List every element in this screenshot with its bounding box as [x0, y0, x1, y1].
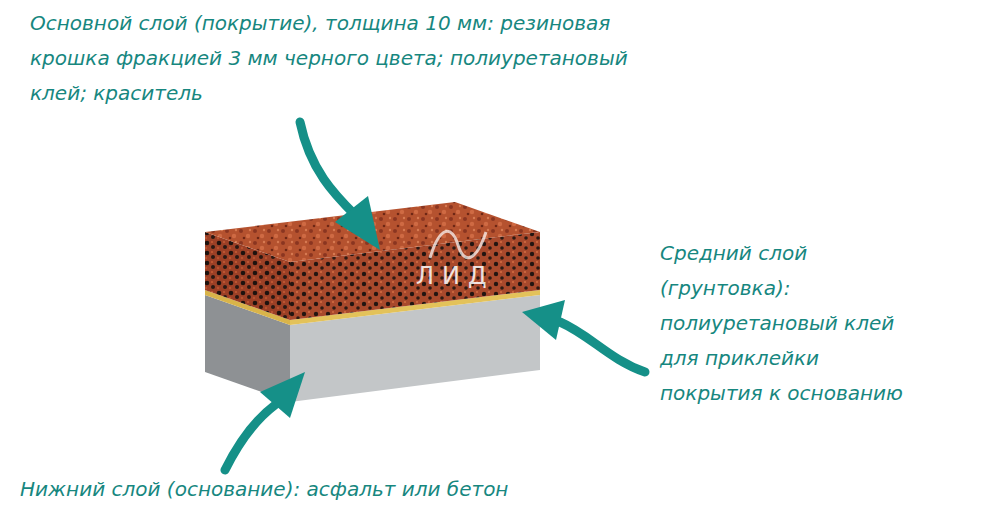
watermark: ЛИД [416, 262, 536, 290]
watermark-logo [430, 231, 486, 258]
arrow-head [260, 372, 305, 418]
leader-arrow [560, 322, 645, 372]
leader-arrow [300, 122, 355, 215]
leader-arrow [225, 405, 275, 470]
arrow-head [335, 196, 380, 250]
callout-text: Нижний слой (основание): асфальт или бет… [20, 472, 720, 507]
arrow-head [522, 300, 565, 340]
callout-text: Основной слой (покрытие), толщина 10 мм:… [30, 6, 630, 111]
callout-text: Средний слой (грунтовка): полиуретановый… [660, 236, 922, 411]
